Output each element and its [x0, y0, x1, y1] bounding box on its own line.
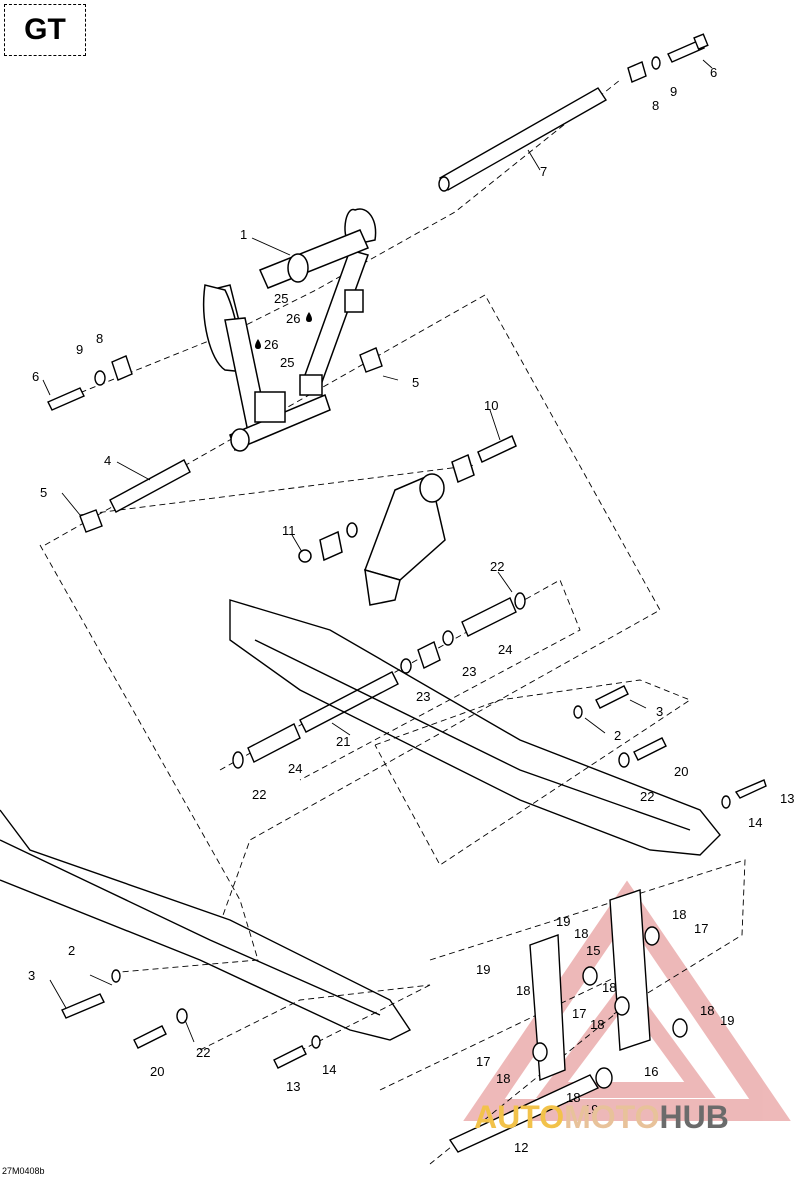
- callout-1: 1: [240, 227, 247, 242]
- callout-21: 21: [336, 734, 350, 749]
- a-arm-assembly: [202, 208, 377, 452]
- callout-3: 3: [656, 704, 663, 719]
- callout-19: 19: [556, 914, 570, 929]
- callout-5: 5: [412, 375, 419, 390]
- callout-20: 20: [150, 1064, 164, 1079]
- callout-13: 13: [286, 1079, 300, 1094]
- callout-5: 5: [40, 485, 47, 500]
- grease-drop-icon: [255, 312, 312, 349]
- callout-8: 8: [652, 98, 659, 113]
- callout-19: 19: [584, 1102, 598, 1117]
- callout-24: 24: [288, 761, 302, 776]
- diagram-code: 27M0408b: [2, 1166, 45, 1176]
- callout-18: 18: [496, 1071, 510, 1086]
- watermark-part1: AUTO: [474, 1099, 565, 1135]
- lower-left-fasteners: [61, 969, 321, 1069]
- long-shaft: [438, 87, 607, 192]
- callout-22: 22: [196, 1045, 210, 1060]
- callout-26: 26: [264, 337, 278, 352]
- callout-18: 18: [574, 926, 588, 941]
- callout-18: 18: [566, 1090, 580, 1105]
- callout-15: 15: [586, 943, 600, 958]
- callout-18: 18: [516, 983, 530, 998]
- callout-14: 14: [748, 815, 762, 830]
- callout-18: 18: [602, 980, 616, 995]
- watermark-part2: MOTO: [564, 1099, 660, 1135]
- callout-25: 25: [280, 355, 294, 370]
- lower-a-arm-shaft: [79, 347, 383, 533]
- callout-18: 18: [590, 1017, 604, 1032]
- callout-25: 25: [274, 291, 288, 306]
- callout-2: 2: [614, 728, 621, 743]
- callout-10: 10: [484, 398, 498, 413]
- left-rail: [0, 809, 412, 1041]
- callout-9: 9: [76, 342, 83, 357]
- callout-9: 9: [670, 84, 677, 99]
- callout-16: 16: [644, 1064, 658, 1079]
- left-fasteners: [47, 355, 133, 411]
- callout-4: 4: [104, 453, 111, 468]
- upper-right-fasteners: [627, 33, 709, 83]
- callout-17: 17: [694, 921, 708, 936]
- callout-19: 19: [720, 1013, 734, 1028]
- callout-7: 7: [540, 164, 547, 179]
- rear-arm-plates: [448, 889, 688, 1153]
- callout-24: 24: [498, 642, 512, 657]
- callout-11: 11: [282, 523, 296, 538]
- model-badge: GT: [4, 4, 86, 56]
- callout-14: 14: [322, 1062, 336, 1077]
- leader-lines: [42, 59, 713, 1043]
- callout-22: 22: [490, 559, 504, 574]
- callout-18: 18: [700, 1003, 714, 1018]
- watermark-logo: AUTOMOTOHUB: [474, 1097, 729, 1137]
- callout-23: 23: [462, 664, 476, 679]
- callout-6: 6: [710, 65, 717, 80]
- callout-18: 18: [672, 907, 686, 922]
- callout-2: 2: [68, 943, 75, 958]
- callout-13: 13: [780, 791, 794, 806]
- shock-absorber: [298, 434, 517, 606]
- callout-6: 6: [32, 369, 39, 384]
- callout-23: 23: [416, 689, 430, 704]
- callout-22: 22: [252, 787, 266, 802]
- callout-26: 26: [286, 311, 300, 326]
- callout-17: 17: [476, 1054, 490, 1069]
- rear-cross-shaft: [232, 592, 526, 769]
- callout-20: 20: [674, 764, 688, 779]
- callout-22: 22: [640, 789, 654, 804]
- callout-numbers: 1 2 2 3 3 4 5 5 6 6 7 8 8 9 9 10 11 12 1…: [28, 65, 794, 1155]
- callout-3: 3: [28, 968, 35, 983]
- callout-8: 8: [96, 331, 103, 346]
- right-rail: [229, 599, 721, 856]
- watermark-part3: HUB: [659, 1099, 729, 1135]
- callout-12: 12: [514, 1140, 528, 1155]
- callout-19: 19: [476, 962, 490, 977]
- callout-17: 17: [572, 1006, 586, 1021]
- right-middle-fasteners: [573, 685, 767, 809]
